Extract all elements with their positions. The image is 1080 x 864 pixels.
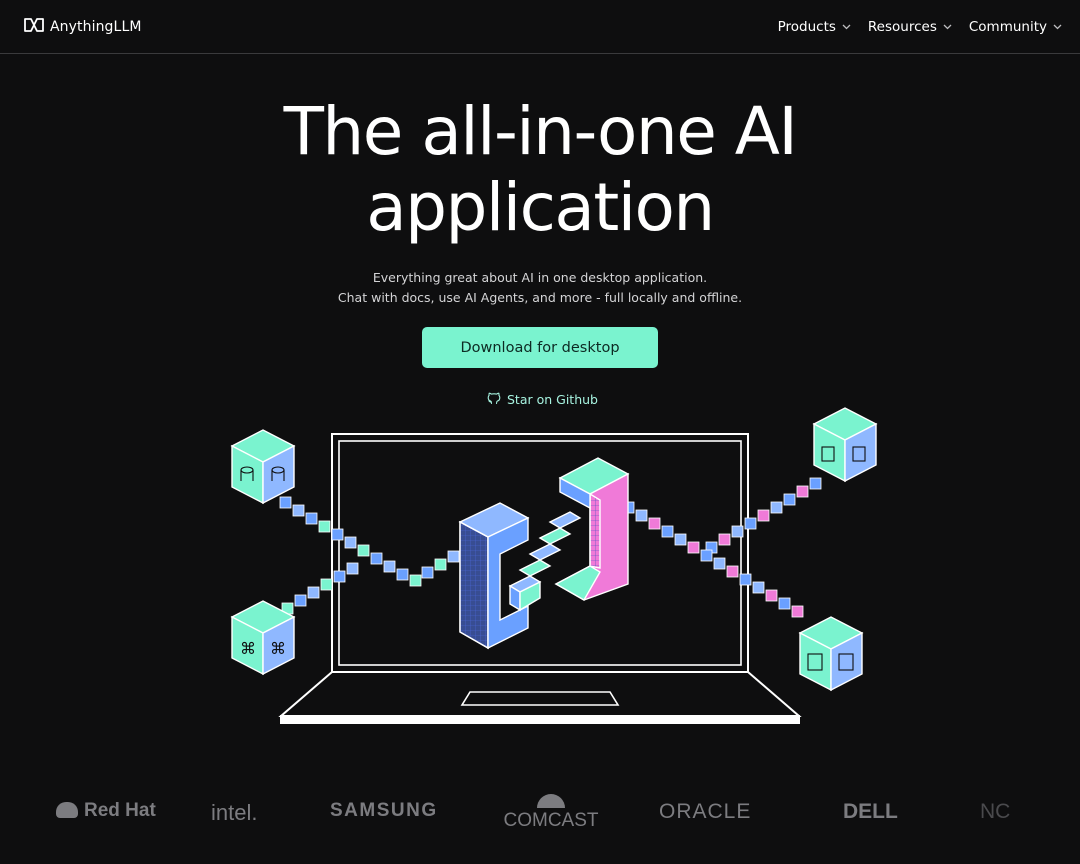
- redhat-icon: [56, 802, 78, 818]
- logo-samsung: SAMSUNG: [330, 800, 438, 821]
- image-cube: [798, 616, 864, 692]
- nav-community-label: Community: [968, 18, 1047, 35]
- image-icon: [807, 653, 854, 671]
- command-cube: ⌘ ⌘: [230, 600, 296, 676]
- logo-partial: NC: [980, 800, 1011, 823]
- command-icon: ⌘: [240, 639, 256, 658]
- command-icon: ⌘: [270, 639, 286, 658]
- anythingllm-logo-icon: [24, 17, 44, 36]
- hero-subtitle-line2: Chat with docs, use AI Agents, and more …: [337, 290, 743, 305]
- nav-products-label: Products: [777, 18, 836, 35]
- customer-logos: Red Hat intel. SAMSUNG COMCAST ORACLE DE…: [0, 786, 1080, 842]
- chevron-down-icon: [842, 24, 851, 30]
- connector-chains: [279, 477, 822, 618]
- hero-subtitle-line1: Everything great about AI in one desktop…: [372, 270, 708, 285]
- logo-oracle: ORACLE: [659, 800, 752, 823]
- document-cube: [812, 407, 878, 483]
- hero-title-line1: The all-in-one AI: [283, 93, 798, 170]
- nav-community[interactable]: Community: [969, 19, 1062, 35]
- hero-subtitle: Everything great about AI in one desktop…: [0, 268, 1080, 308]
- brand-logo[interactable]: AnythingLLM: [24, 17, 142, 36]
- logo-comcast: COMCAST: [500, 794, 602, 832]
- database-cube: [230, 429, 296, 505]
- brand-name: AnythingLLM: [50, 18, 142, 35]
- logo-dell: DELL: [843, 800, 898, 823]
- logo-redhat-label: Red Hat: [84, 800, 156, 821]
- top-nav: AnythingLLM Products Resources Community: [0, 0, 1080, 54]
- download-button[interactable]: Download for desktop: [422, 327, 658, 368]
- nav-products[interactable]: Products: [778, 19, 851, 35]
- chevron-down-icon: [943, 24, 952, 30]
- logo-comcast-label: COMCAST: [503, 810, 599, 831]
- star-on-github-link[interactable]: Star on Github: [487, 389, 598, 409]
- github-icon: [487, 391, 501, 408]
- nav-resources-label: Resources: [867, 18, 937, 35]
- hero-title-line2: application: [366, 169, 715, 246]
- cloud-icon: [537, 794, 565, 808]
- center-logo-graphic: [458, 457, 630, 650]
- star-on-github-label: Star on Github: [507, 391, 598, 407]
- document-icon: [821, 446, 866, 462]
- hero-title: The all-in-one AI application: [0, 94, 1080, 246]
- logo-redhat: Red Hat: [56, 800, 156, 822]
- nav-links: Products Resources Community: [778, 19, 1062, 35]
- laptop-graphic: [278, 433, 802, 724]
- nav-resources[interactable]: Resources: [868, 19, 952, 35]
- logo-intel: intel.: [211, 800, 258, 825]
- database-icon: [240, 466, 285, 481]
- chevron-down-icon: [1053, 24, 1062, 30]
- hero-illustration: ⌘ ⌘: [230, 407, 878, 724]
